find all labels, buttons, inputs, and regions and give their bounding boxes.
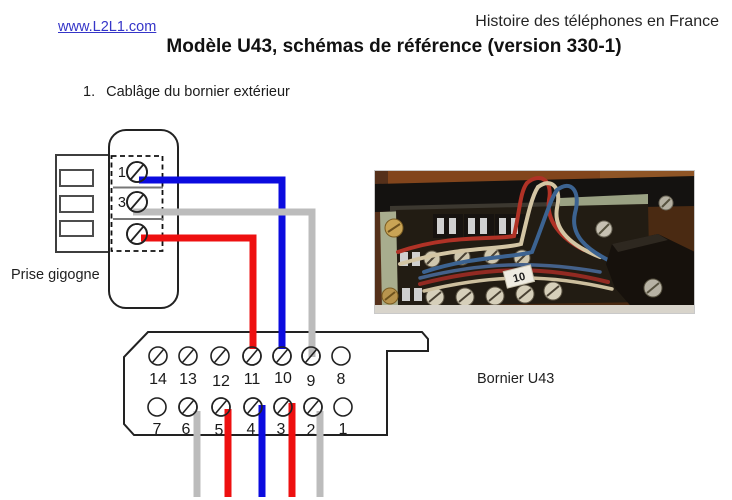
pin-label-13: 13 <box>179 371 197 388</box>
photo-tag: 10 <box>502 264 536 289</box>
section-heading: 1. Cablâge du bornier extérieur <box>83 84 290 100</box>
bornier-u43: 14 13 12 11 10 9 8 7 6 5 4 3 2 1 <box>123 331 429 439</box>
photo-wires <box>396 176 614 293</box>
pin-label-3: 3 <box>277 421 286 438</box>
bornier-u43-label: Bornier U43 <box>477 371 555 387</box>
prise-gigogne-label: Prise gigogne <box>11 267 100 283</box>
pin-label-9: 9 <box>307 373 316 390</box>
bornier-pin-8 <box>331 346 351 366</box>
pin-label-2: 2 <box>307 422 316 439</box>
prise-terminal-label-1: 1 <box>118 165 126 181</box>
pin-overlays <box>178 346 323 417</box>
section-number: 1. <box>83 84 96 100</box>
photo-tag-label: 10 <box>512 271 527 286</box>
pin-label-8: 8 <box>337 371 346 388</box>
header-right-text: Histoire des téléphones en France <box>475 13 719 30</box>
site-link[interactable]: www.L2L1.com <box>58 19 157 35</box>
photo-screws-bottom <box>425 281 563 307</box>
prise-gigogne: 1 3 <box>55 129 179 309</box>
photo-corner-screws <box>381 195 674 305</box>
pin-label-14: 14 <box>149 371 167 388</box>
pin-label-5: 5 <box>215 422 224 439</box>
wire-gray-prise3-to-pin9 <box>133 208 316 357</box>
pin-label-1: 1 <box>339 421 348 438</box>
bornier-photo: 10 <box>374 170 695 314</box>
photo-bracket <box>606 234 695 312</box>
plug-prong <box>59 169 94 187</box>
page-title: Modèle U43, schémas de référence (versio… <box>166 36 622 57</box>
wires <box>133 176 324 497</box>
terminal-zone-dashed <box>110 155 164 252</box>
section-title: Cablâge du bornier extérieur <box>106 84 290 100</box>
pin-label-6: 6 <box>182 421 191 438</box>
pin-label-12: 12 <box>212 373 230 390</box>
pin-label-7: 7 <box>153 421 162 438</box>
wire-red-prise-to-pin11 <box>141 234 257 349</box>
pin-label-4: 4 <box>247 421 256 438</box>
bornier-pin-1 <box>333 397 353 417</box>
wire-blue-prise1-to-pin10 <box>139 176 286 349</box>
prise-terminal-label-3: 3 <box>118 195 126 211</box>
terminal-overlays <box>126 161 148 245</box>
plug-prong <box>59 220 94 237</box>
pin-label-11: 11 <box>244 371 261 388</box>
pin-label-10: 10 <box>274 370 292 387</box>
plug-prong <box>59 195 94 213</box>
bornier-pin-7 <box>147 397 167 417</box>
